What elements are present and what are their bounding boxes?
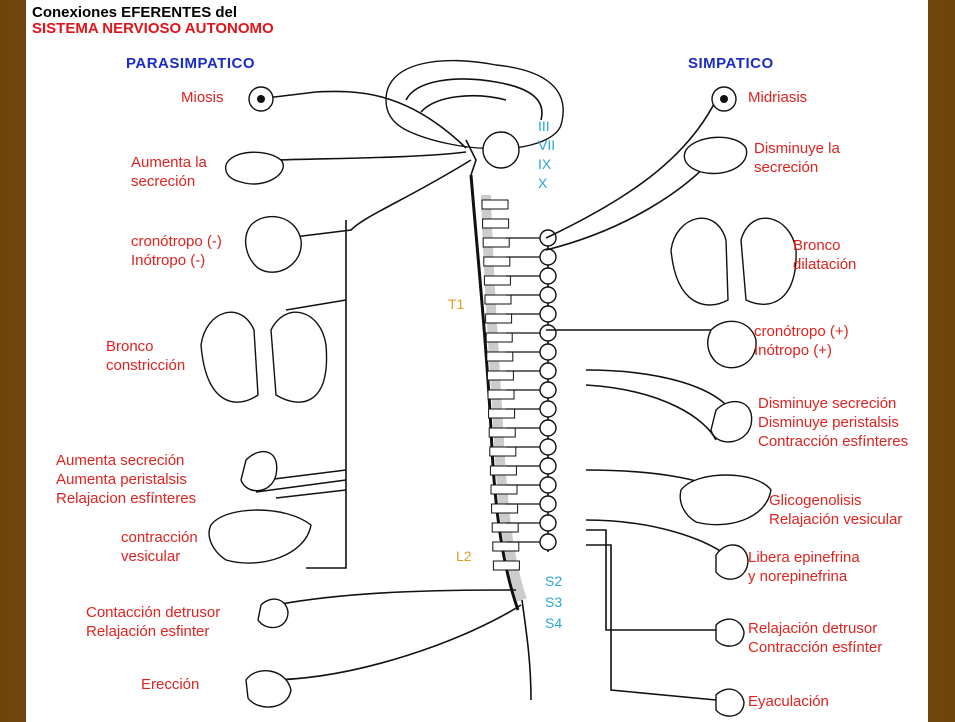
vertebra bbox=[491, 485, 517, 494]
lung-right-icon bbox=[271, 312, 327, 402]
ganglion bbox=[540, 287, 556, 303]
ganglion bbox=[540, 268, 556, 284]
vertebra bbox=[484, 276, 510, 285]
nerve-IX: IX bbox=[538, 156, 551, 172]
vertebra bbox=[489, 428, 515, 437]
bladder-icon bbox=[716, 619, 744, 646]
segment-T1: T1 bbox=[448, 296, 464, 312]
nerve-X: X bbox=[538, 175, 547, 191]
symp-label-hepatic: Glicogenolisis Relajación vesicular bbox=[769, 491, 902, 529]
symp-label-detrusor: Relajación detrusor Contracción esfínter bbox=[748, 619, 882, 657]
ganglion bbox=[540, 439, 556, 455]
diagram-canvas: Conexiones EFERENTES del SISTEMA NERVIOS… bbox=[26, 0, 928, 722]
header-parasympathetic: PARASIMPATICO bbox=[126, 55, 255, 72]
header-sympathetic: SIMPATICO bbox=[688, 55, 774, 72]
ganglion bbox=[540, 382, 556, 398]
title-line-1: Conexiones EFERENTES del bbox=[32, 4, 237, 21]
symp-label-bronco: Bronco dilatación bbox=[793, 236, 856, 274]
genital-icon bbox=[246, 671, 291, 707]
vertebra bbox=[493, 561, 519, 570]
symp-label-midriasis: Midriasis bbox=[748, 88, 807, 107]
para-label-secrecion: Aumenta la secreción bbox=[131, 153, 207, 191]
vertebra bbox=[487, 352, 513, 361]
para-label-cardiac: cronótropo (-) Inótropo (-) bbox=[131, 232, 222, 270]
liver-icon bbox=[680, 475, 771, 525]
para-label-detrusor: Contacción detrusor Relajación esfinter bbox=[86, 603, 220, 641]
stomach-icon bbox=[711, 402, 752, 442]
para-label-vesicular: contracción vesicular bbox=[121, 528, 198, 566]
ganglion bbox=[540, 306, 556, 322]
salivary-gland-icon bbox=[226, 152, 284, 184]
ganglion bbox=[540, 249, 556, 265]
ganglion bbox=[540, 363, 556, 379]
symp-label-cardiac: cronótropo (+) Inótropo (+) bbox=[754, 322, 849, 360]
heart-icon bbox=[246, 217, 302, 273]
lung-right-icon bbox=[741, 218, 796, 304]
symp-label-gastro: Disminuye secreción Disminuye peristalsi… bbox=[758, 394, 908, 451]
nerve-VII: VII bbox=[538, 137, 555, 153]
vertebra bbox=[489, 409, 515, 418]
segment-L2: L2 bbox=[456, 548, 472, 564]
genital-icon bbox=[716, 689, 744, 716]
salivary-gland-icon bbox=[684, 137, 746, 173]
vertebra bbox=[486, 333, 512, 342]
lung-left-icon bbox=[671, 218, 728, 305]
ganglion bbox=[540, 344, 556, 360]
nerve-S3: S3 bbox=[545, 594, 562, 610]
vertebra bbox=[492, 523, 518, 532]
vertebra bbox=[486, 314, 512, 323]
para-label-miosis: Miosis bbox=[181, 88, 224, 107]
symp-label-eyaculacion: Eyaculación bbox=[748, 692, 829, 711]
stomach-icon bbox=[241, 452, 277, 491]
ganglion bbox=[540, 534, 556, 550]
para-label-bronco: Bronco constricción bbox=[106, 337, 185, 375]
liver-icon bbox=[209, 510, 311, 563]
ganglion bbox=[540, 458, 556, 474]
vertebra bbox=[483, 219, 509, 228]
vertebra bbox=[493, 542, 519, 551]
vertebra bbox=[492, 504, 518, 513]
vertebra bbox=[487, 371, 513, 380]
vertebra bbox=[482, 200, 508, 209]
symp-label-adrenal: Libera epinefrina y norepinefrina bbox=[748, 548, 860, 586]
nerve-S4: S4 bbox=[545, 615, 562, 631]
adrenal-kidney-icon bbox=[716, 545, 748, 579]
bladder-icon bbox=[258, 599, 288, 627]
vertebra bbox=[484, 257, 510, 266]
nerve-S2: S2 bbox=[545, 573, 562, 589]
ganglion bbox=[540, 325, 556, 341]
vertebra bbox=[490, 447, 516, 456]
ganglion bbox=[540, 420, 556, 436]
symp-label-secrecion: Disminuye la secreción bbox=[754, 139, 840, 177]
ganglion bbox=[540, 230, 556, 246]
para-label-ereccion: Erección bbox=[141, 675, 199, 694]
heart-icon bbox=[708, 321, 756, 367]
nerve-III: III bbox=[538, 118, 550, 134]
ganglion bbox=[540, 477, 556, 493]
ganglion bbox=[540, 496, 556, 512]
sympathetic-fibers bbox=[546, 100, 736, 700]
para-label-gastro: Aumenta secreción Aumenta peristalsis Re… bbox=[56, 451, 196, 508]
lung-left-icon bbox=[201, 312, 258, 402]
ganglion bbox=[540, 515, 556, 531]
brain-illustration bbox=[386, 61, 563, 175]
vertebra bbox=[485, 295, 511, 304]
title-line-2: SISTEMA NERVIOSO AUTONOMO bbox=[32, 20, 274, 37]
vertebra bbox=[490, 466, 516, 475]
vertebra bbox=[488, 390, 514, 399]
vertebra bbox=[483, 238, 509, 247]
ganglion bbox=[540, 401, 556, 417]
